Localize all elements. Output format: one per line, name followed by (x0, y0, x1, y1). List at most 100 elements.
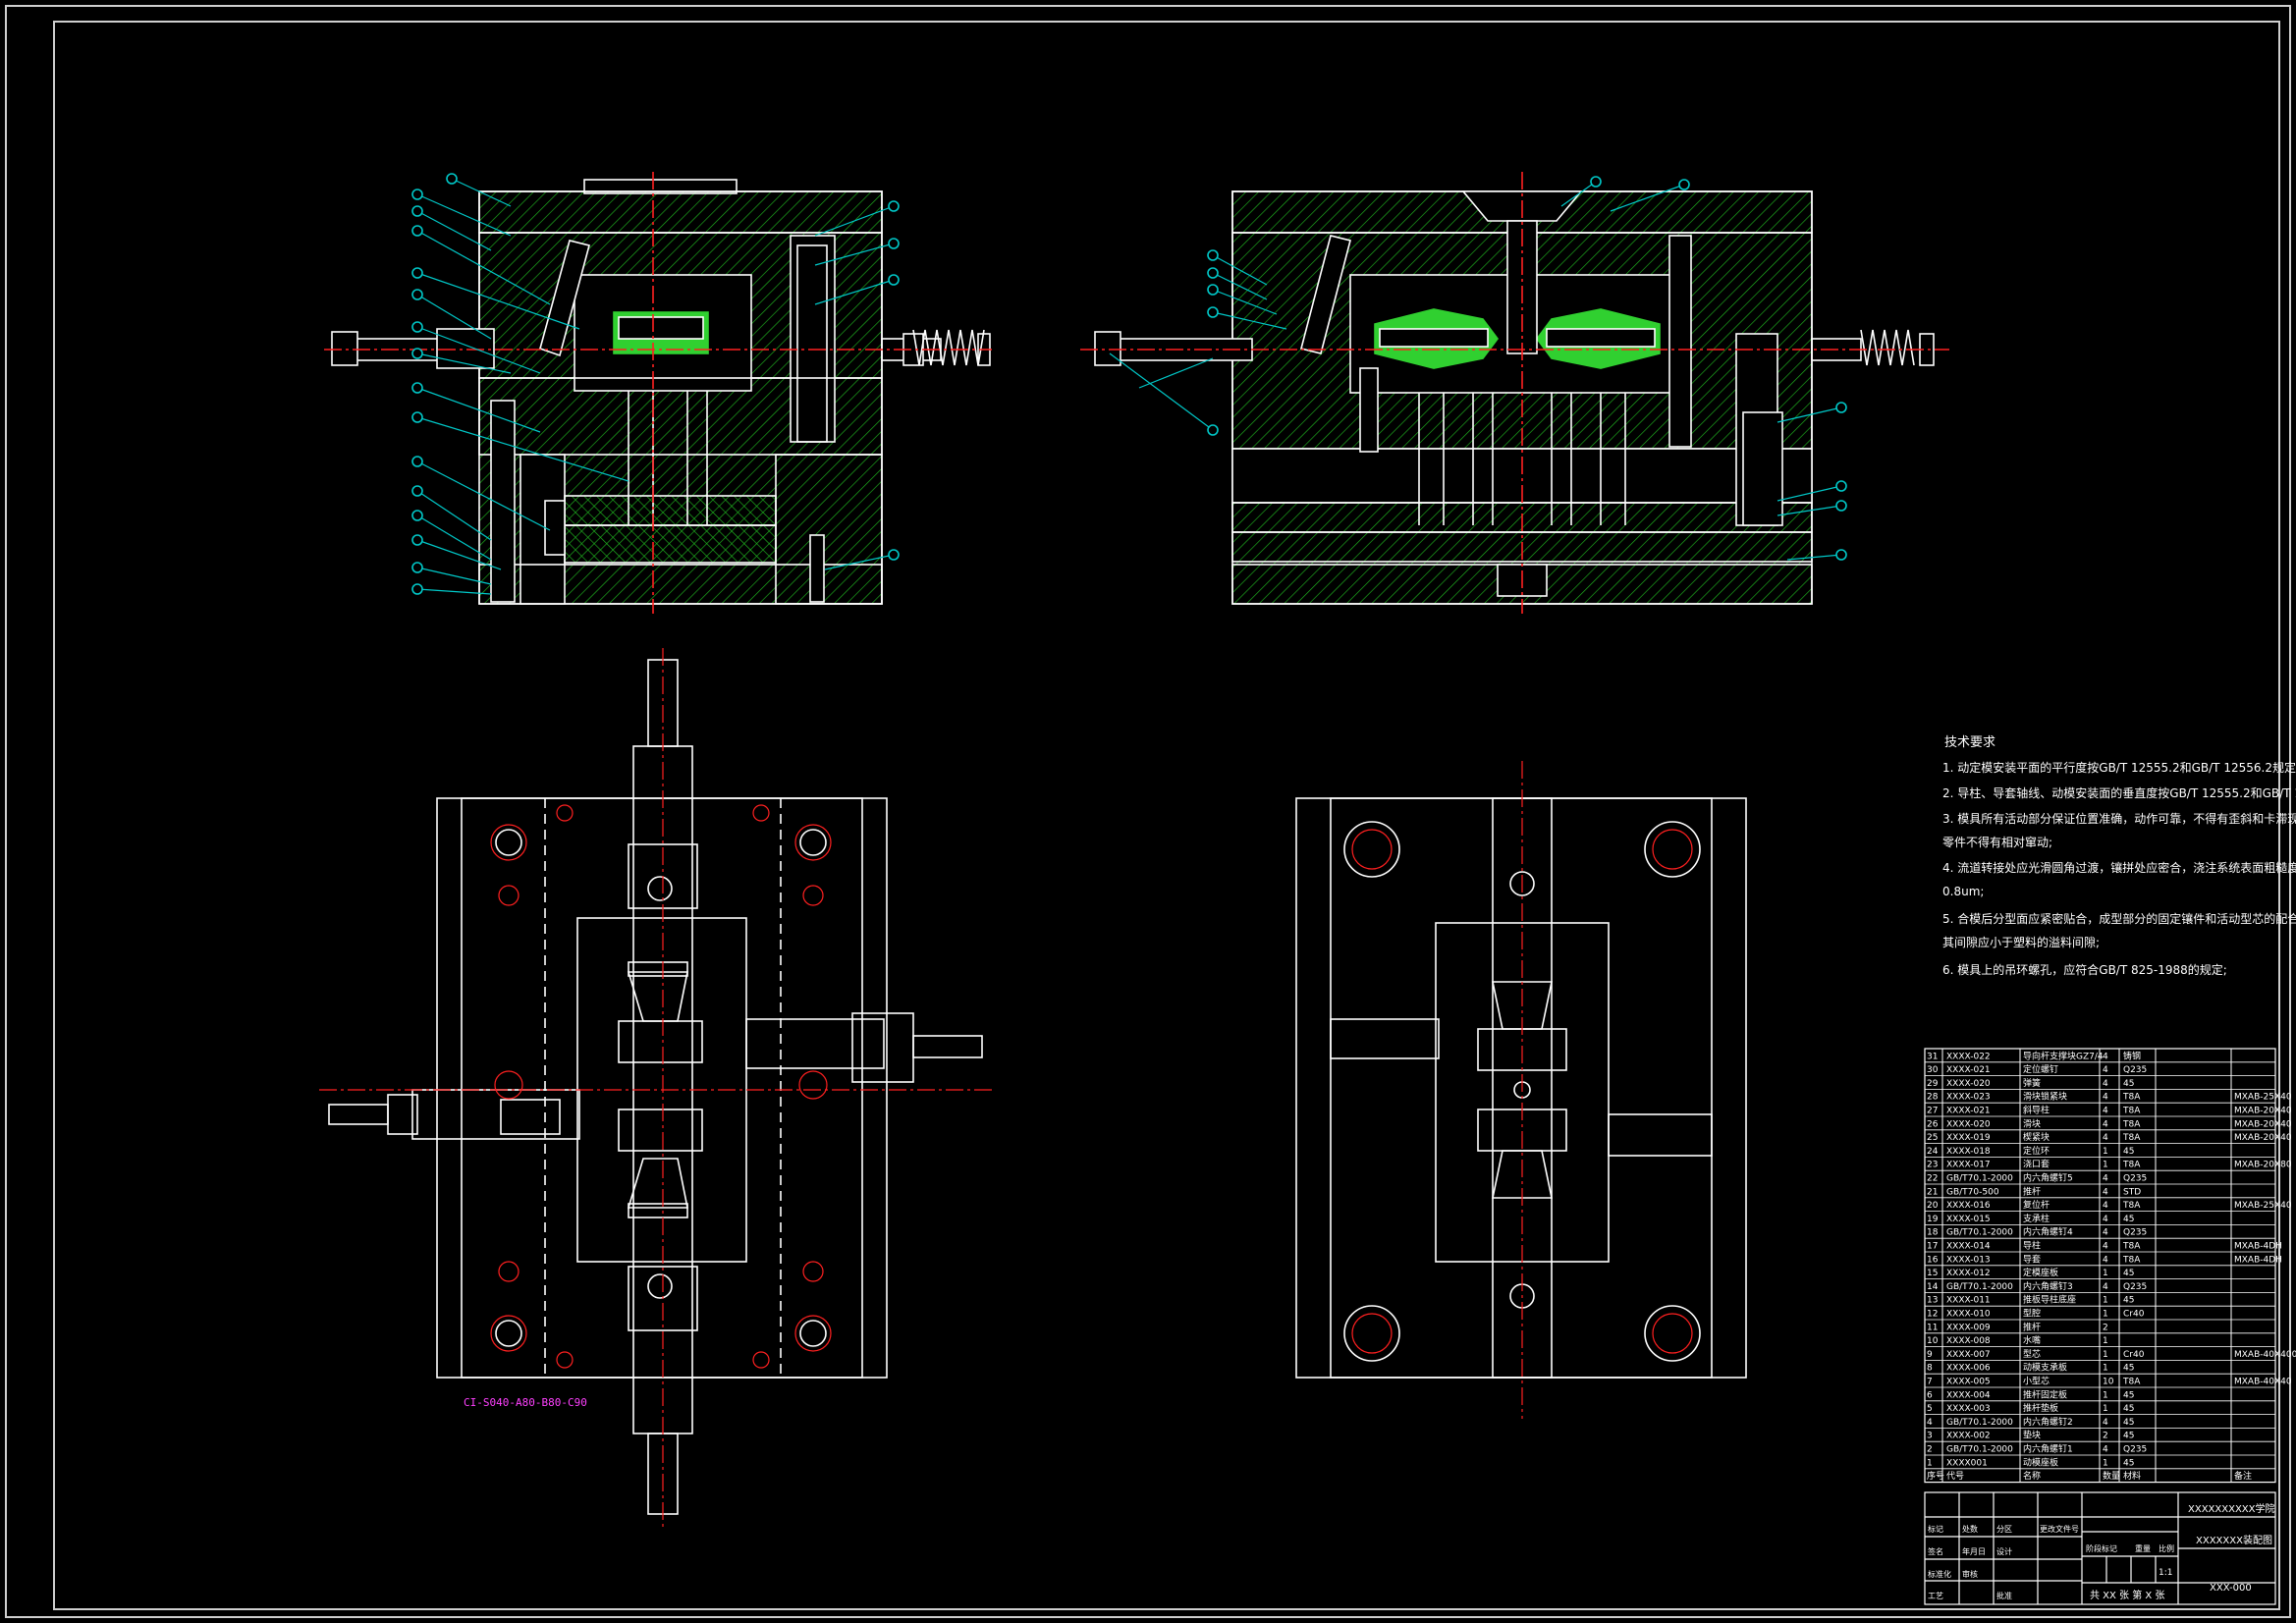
bom-cell-code: XXXX-022 (1946, 1052, 1991, 1061)
bom-cell-qty: 1 (2103, 1458, 2108, 1468)
bom-cell-mat: T8A (2122, 1133, 2141, 1143)
tech-req-heading: 技术要求 (1944, 735, 1995, 750)
bom-cell-no: 13 (1927, 1296, 1938, 1306)
bom-cell-name: 内六角螺钉5 (2023, 1172, 2073, 1184)
bom-cell-name: 内六角螺钉3 (2023, 1280, 2073, 1292)
bom-header-note: 备注 (2234, 1470, 2252, 1482)
bom-cell-code: GB/T70.1-2000 (1946, 1174, 2013, 1184)
bom-cell-qty: 10 (2103, 1378, 2114, 1387)
sign-row-label: 标准化 (1928, 1569, 1951, 1579)
bom-cell-qty: 4 (2103, 1079, 2108, 1089)
bom-cell-name: 推板导柱底座 (2023, 1294, 2076, 1306)
bom-cell-qty: 4 (2103, 1255, 2108, 1265)
bom-cell-name: 复位杆 (2023, 1199, 2050, 1211)
bom-cell-no: 22 (1927, 1174, 1938, 1184)
bom-cell-mat: 45 (2123, 1215, 2134, 1224)
bom-cell-no: 23 (1927, 1161, 1938, 1170)
bom-cell-note: MXAB-25X40 (2234, 1093, 2292, 1103)
tech-req-item: 零件不得有相对窜动; (1942, 835, 2052, 849)
bom-cell-name: 内六角螺钉2 (2023, 1416, 2073, 1428)
plan-view-right (1295, 761, 1747, 1419)
bom-cell-no: 11 (1927, 1323, 1938, 1332)
bom-cell-mat: Cr40 (2123, 1310, 2145, 1320)
title-weight-label: 重量 (2135, 1543, 2151, 1553)
bom-cell-code: XXXX-020 (1946, 1079, 1991, 1089)
inner-frame (53, 21, 2280, 1610)
sign-row-label: 标记 (1928, 1524, 1943, 1534)
bom-cell-qty: 1 (2103, 1161, 2108, 1170)
bom-cell-code: XXXX-014 (1946, 1242, 1991, 1252)
bom-cell-no: 24 (1927, 1147, 1939, 1157)
bom-cell-mat: 45 (2123, 1147, 2134, 1157)
bom-cell-code: XXXX-002 (1946, 1432, 1991, 1441)
bom-cell-name: 斜导柱 (2023, 1105, 2050, 1116)
bom-cell-mat: T8A (2122, 1107, 2141, 1116)
bom-cell-code: XXXX-023 (1946, 1093, 1991, 1103)
bom-cell-note: MXAB-20X40 (2234, 1133, 2292, 1143)
bom-cell-mat: 铸钢 (2123, 1050, 2141, 1061)
sign-row-label: 更改文件号 (2040, 1524, 2079, 1534)
bom-header-code: 代号 (1946, 1471, 1964, 1482)
tech-req-item: 其间隙应小于塑料的溢料间隙; (1942, 935, 2100, 949)
bom-cell-mat: T8A (2122, 1119, 2141, 1129)
bom-cell-no: 6 (1927, 1390, 1933, 1400)
bom-cell-no: 27 (1927, 1107, 1938, 1116)
bom-cell-qty: 2 (2103, 1323, 2108, 1332)
bom-cell-no: 21 (1927, 1187, 1938, 1197)
section-view-right (1080, 172, 1949, 614)
sign-row-label: 分区 (1996, 1525, 2012, 1534)
bom-cell-code: XXXX-010 (1946, 1310, 1991, 1320)
bom-cell-mat: 45 (2123, 1269, 2134, 1278)
bom-cell-mat: 45 (2123, 1079, 2134, 1089)
bom-cell-mat: 45 (2123, 1418, 2134, 1428)
bom-cell-qty: 4 (2103, 1187, 2108, 1197)
bom-cell-note: MXAB-40X400 (2234, 1350, 2296, 1360)
bom-cell-note: MXAB-40X40 (2234, 1378, 2292, 1387)
bom-cell-code: XXXX-007 (1946, 1350, 1991, 1360)
bom-cell-no: 28 (1927, 1093, 1939, 1103)
tech-req-item: 3. 模具所有活动部分保证位置准确，动作可靠，不得有歪斜和卡滞现象，要求固定的 (1942, 811, 2296, 826)
bom-cell-name: 动模支承板 (2023, 1362, 2067, 1374)
bom-cell-name: 推杆 (2023, 1185, 2041, 1197)
bom-cell-no: 7 (1927, 1378, 1933, 1387)
tech-req-item: 4. 流道转接处应光滑圆角过渡，镶拼处应密合，浇注系统表面粗糙度参数Ra值不大于 (1942, 860, 2296, 875)
bom-cell-no: 3 (1927, 1432, 1933, 1441)
bom-cell-qty: 1 (2103, 1147, 2108, 1157)
bom-cell-note: MXAB-20X40 (2234, 1119, 2292, 1129)
bom-cell-name: 滑块 (2023, 1117, 2041, 1129)
bom-cell-no: 18 (1927, 1228, 1939, 1238)
bom-cell-name: 型芯 (2023, 1348, 2041, 1360)
plan-view-left (319, 648, 992, 1527)
bom-cell-qty: 4 (2103, 1133, 2108, 1143)
bom-cell-code: XXXX-008 (1946, 1336, 1991, 1346)
title-school: XXXXXXXXXX学院 (2188, 1502, 2275, 1515)
bom-cell-mat: 45 (2123, 1364, 2134, 1374)
bom-cell-code: XXXX-009 (1946, 1323, 1991, 1332)
bom-cell-qty: 4 (2103, 1119, 2108, 1129)
bom-cell-mat: 45 (2123, 1390, 2134, 1400)
bom-cell-name: 弹簧 (2023, 1077, 2041, 1089)
bom-cell-mat: 45 (2123, 1296, 2134, 1306)
bom-cell-name: 推杆垫板 (2023, 1402, 2058, 1414)
bom-cell-name: 楔紧块 (2023, 1131, 2050, 1143)
bom-cell-code: XXXX-020 (1946, 1119, 1991, 1129)
bom-cell-no: 15 (1927, 1269, 1938, 1278)
bom-cell-mat: 45 (2123, 1432, 2134, 1441)
bom-cell-note: MXAB-4DH (2234, 1242, 2282, 1252)
bom-cell-qty: 1 (2103, 1269, 2108, 1278)
bom-cell-name: 水嘴 (2023, 1334, 2041, 1346)
sign-row-label: 审核 (1962, 1569, 1978, 1579)
bom-cell-qty: 1 (2103, 1336, 2108, 1346)
bom-cell-code: XXXX-019 (1946, 1133, 1991, 1143)
bom-cell-name: 型腔 (2023, 1308, 2041, 1320)
bom-header-name: 名称 (2023, 1470, 2041, 1482)
bom-cell-qty: 1 (2103, 1404, 2108, 1414)
bom-cell-qty: 4 (2103, 1174, 2108, 1184)
bom-cell-name: 滑块锁紧块 (2023, 1091, 2067, 1103)
bom-cell-mat: Cr40 (2123, 1350, 2145, 1360)
outer-frame (5, 5, 2291, 1618)
bom-cell-name: 导套 (2023, 1253, 2041, 1265)
bom-cell-note: MXAB-20X40 (2234, 1107, 2292, 1116)
bom-cell-name: 定位螺钉 (2023, 1063, 2058, 1075)
